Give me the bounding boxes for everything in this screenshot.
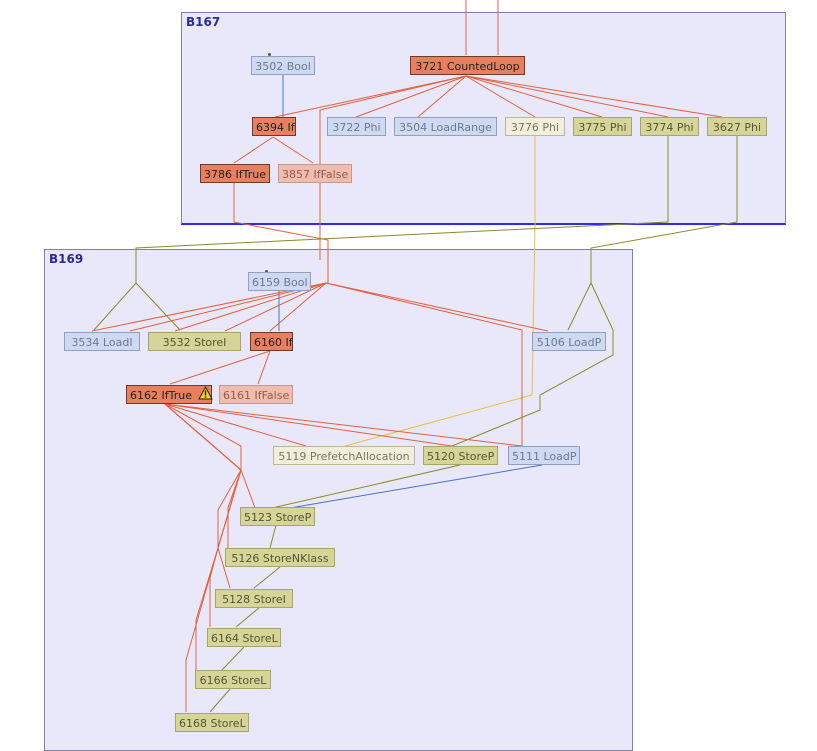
node-6168-storel[interactable]: 6168 StoreL: [175, 713, 249, 732]
edge-3721-3504: [417, 75, 467, 118]
node-6164-storel[interactable]: 6164 StoreL: [207, 628, 281, 647]
node-3534-loadi[interactable]: 3534 LoadI: [64, 332, 140, 351]
edge-hub-5111: [325, 282, 523, 446]
edge-5128-6164: [235, 606, 261, 628]
edge-5111-5123: [289, 464, 543, 509]
edge-6162-5126: [164, 403, 242, 548]
edge-3721-3776: [465, 75, 536, 118]
node-3774-phi[interactable]: 3774 Phi: [640, 117, 699, 136]
node-3504-loadrange[interactable]: 3504 LoadRange: [394, 117, 497, 136]
edge-6162-5123: [164, 403, 256, 509]
edge-3721-3774: [465, 75, 669, 118]
node-3627-phi[interactable]: 3627 Phi: [707, 117, 767, 136]
node-3721-countedloop[interactable]: 3721 CountedLoop: [410, 56, 525, 75]
input-dot-3502: [268, 53, 271, 56]
edge-3776-5119: [344, 136, 536, 447]
edge-6162-5120: [164, 403, 453, 447]
edge-hub-3532b: [224, 282, 327, 332]
node-5123-storep[interactable]: 5123 StoreP: [240, 507, 315, 526]
edge-6160-6161: [257, 350, 271, 385]
edge-5126-5128: [253, 566, 281, 589]
edge-olive-5106: [567, 282, 592, 331]
node-5128-storei[interactable]: 5128 StoreI: [215, 589, 293, 608]
node-6162-iftrue[interactable]: 6162 IfTrue: [126, 385, 213, 406]
node-5126-storenklass[interactable]: 5126 StoreNKlass: [225, 548, 335, 567]
node-5120-storep[interactable]: 5120 StoreP: [423, 446, 498, 465]
edge-3721-3627: [465, 75, 723, 118]
edge-6166-6168: [209, 688, 231, 713]
node-6166-storel[interactable]: 6166 StoreL: [195, 670, 271, 689]
block-label-b169: B169: [49, 252, 84, 266]
edge-hub-6160: [269, 282, 327, 332]
node-3776-phi[interactable]: 3776 Phi: [505, 117, 565, 136]
input-dot-6159: [265, 270, 268, 273]
node-6160-if[interactable]: 6160 If: [250, 332, 293, 351]
node-3722-phi[interactable]: 3722 Phi: [327, 117, 386, 136]
edge-6160-6162: [169, 350, 271, 385]
node-3857-iffalse[interactable]: 3857 IfFalse: [278, 164, 352, 183]
edge-3721-6394: [274, 75, 467, 118]
edge-3627-olive: [590, 136, 738, 283]
edge-3721-down: [319, 75, 467, 260]
node-3786-iftrue[interactable]: 3786 IfTrue: [200, 164, 270, 183]
edge-3721-3775: [465, 75, 603, 118]
node-5106-loadp[interactable]: 5106 LoadP: [532, 332, 606, 351]
edge-olive-3534: [93, 282, 137, 331]
node-6159-bool[interactable]: 6159 Bool: [248, 272, 311, 291]
node-6162-label: 6162 IfTrue: [130, 389, 192, 402]
warning-icon: [198, 385, 213, 406]
edge-hub-3534: [91, 282, 327, 332]
block-label-b167: B167: [186, 15, 221, 29]
node-5111-loadp[interactable]: 5111 LoadP: [508, 446, 580, 465]
edge-3786-b169: [233, 183, 329, 283]
node-6394-if[interactable]: 6394 If: [252, 117, 296, 136]
node-3532-storei[interactable]: 3532 StoreI: [148, 332, 241, 351]
edge-6164-6166: [221, 646, 245, 671]
edge-6394-3857: [272, 136, 314, 164]
edge-6162-6168: [164, 403, 242, 712]
edge-olive-3532: [135, 282, 181, 331]
edge-5123-5126: [269, 524, 277, 549]
node-3502-bool[interactable]: 3502 Bool: [251, 56, 315, 75]
edge-hub-5106: [325, 282, 549, 332]
edge-hub-3532: [174, 282, 327, 332]
edge-6162-5111: [164, 403, 523, 447]
edge-hub-3534b: [129, 282, 327, 332]
edge-3721-3722: [355, 75, 467, 118]
edge-3774-olive: [135, 136, 669, 283]
edge-5120-5123: [271, 464, 461, 509]
edge-olive-right: [451, 282, 614, 447]
node-6161-iffalse[interactable]: 6161 IfFalse: [219, 385, 293, 404]
edge-6162-5119: [164, 403, 307, 447]
node-3775-phi[interactable]: 3775 Phi: [573, 117, 632, 136]
node-5119-prefetchallocation[interactable]: 5119 PrefetchAllocation: [273, 446, 415, 465]
edge-6394-3786: [233, 136, 274, 164]
